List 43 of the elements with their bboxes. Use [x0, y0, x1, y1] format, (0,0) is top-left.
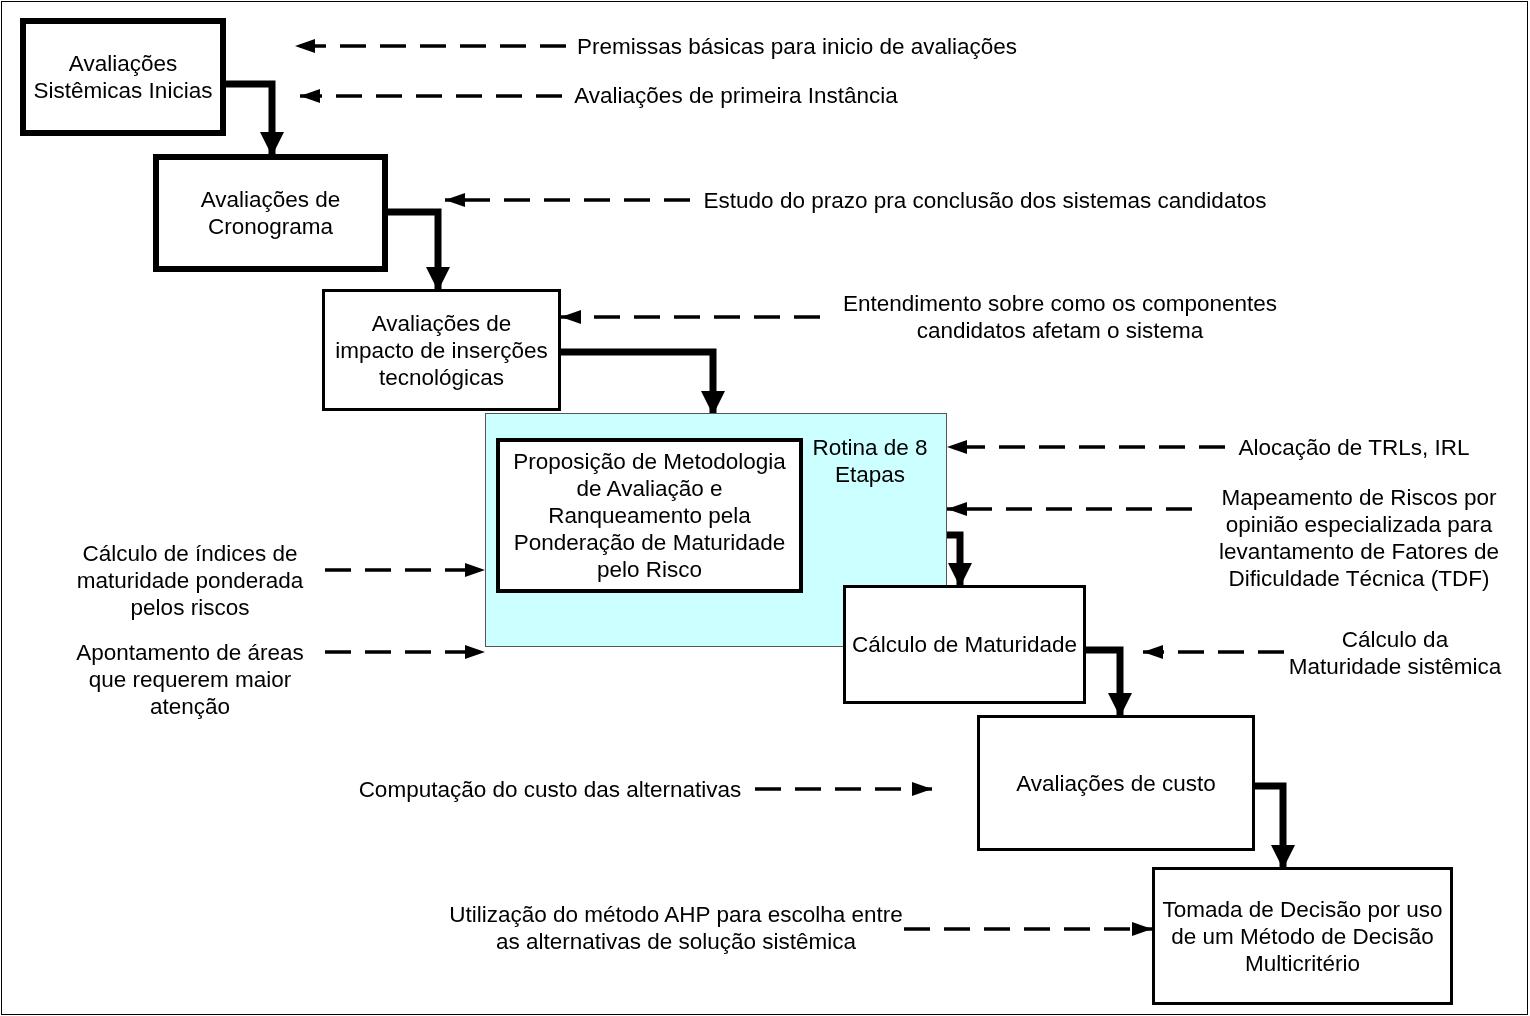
dashed-arrow	[325, 645, 485, 659]
dashed-arrow	[561, 310, 820, 324]
dashed-arrow	[904, 922, 1152, 936]
panel-title: Rotina de 8 Etapas	[812, 434, 928, 488]
flow-arrow	[947, 531, 972, 587]
box-label: Avaliações de Cronograma	[199, 186, 342, 240]
box-label: Tomada de Decisão por uso de um Método de Decisão Multicritério	[1161, 895, 1444, 977]
annotation-text: Avaliações de primeira Instância	[562, 81, 910, 109]
dashed-arrow	[445, 193, 690, 207]
annotation-text: Cálculo da Maturidade sistêmica	[1284, 624, 1506, 682]
process-box	[153, 154, 388, 272]
dashed-arrow	[947, 440, 1225, 454]
dashed-arrow	[1143, 645, 1284, 659]
flow-arrow	[1255, 782, 1295, 869]
annotation-text: Apontamento de áreas que requerem maior atenção	[55, 637, 325, 721]
box-label: Avaliações Sistêmicas Inicias	[32, 50, 214, 104]
process-box	[496, 438, 803, 593]
flow-arrow	[226, 80, 284, 156]
box-label: Proposição de Metodologia de Avaliação e Ranqueamento pela Ponderação de Maturidade pelo Risco	[512, 448, 787, 583]
annotation-text: Cálculo de índices de maturidade ponderada pelos riscos	[55, 538, 325, 622]
annotation-text: Utilização do método AHP para escolha entre as alternativas de solução sistêmica	[448, 899, 904, 957]
dashed-arrow	[755, 782, 932, 796]
box-label: Cálculo de Maturidade	[851, 631, 1078, 658]
flow-arrow	[561, 348, 725, 415]
dashed-arrow	[295, 39, 566, 53]
dashed-arrow	[947, 502, 1192, 516]
dashed-arrow	[300, 89, 562, 103]
process-box	[977, 715, 1255, 851]
annotation-text: Premissas básicas para inicio de avaliações	[566, 32, 1028, 60]
flow-arrow	[388, 208, 450, 291]
annotation-text: Mapeamento de Riscos por opinião especializada para levantamento de Fatores de Dificuldade Técnica (TDF)	[1192, 479, 1526, 597]
process-box	[322, 289, 561, 411]
annotation-text: Alocação de TRLs, IRL	[1225, 433, 1483, 461]
process-box	[1152, 867, 1453, 1005]
box-label: Avaliações de impacto de inserções tecnológicas	[334, 309, 549, 391]
dashed-arrow	[325, 563, 485, 577]
annotation-text: Computação do custo das alternativas	[345, 775, 755, 803]
annotation-text: Estudo do prazo pra conclusão dos sistemas candidatos	[690, 186, 1280, 214]
process-box	[20, 18, 226, 136]
annotation-text: Entendimento sobre como os componentes candidatos afetam o sistema	[820, 288, 1300, 346]
box-label: Avaliações de custo	[1016, 769, 1216, 797]
flow-arrow	[1086, 646, 1132, 717]
process-box	[843, 585, 1086, 704]
